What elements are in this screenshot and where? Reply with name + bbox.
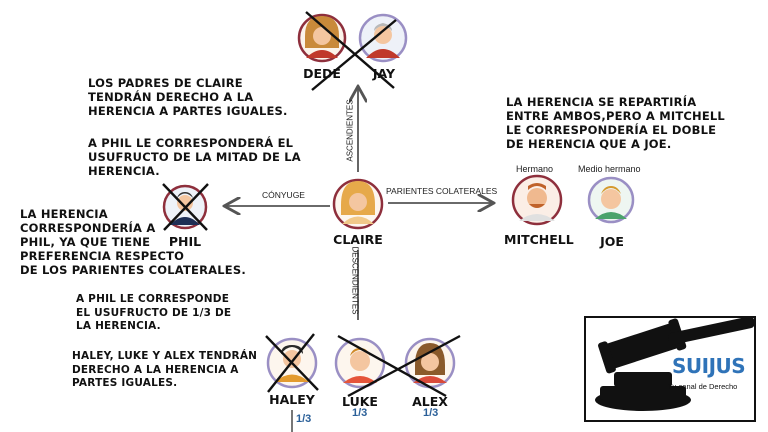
name-luke: LUKE (342, 394, 378, 409)
logo-tagline: Tu canal de Derecho (668, 382, 738, 391)
share-haley: 1/3 (296, 413, 312, 425)
label-ascendientes: ASCENDIENTES (345, 99, 355, 162)
label-descendientes: DESCENDIENTES (350, 246, 360, 315)
logo-box (584, 316, 756, 422)
share-alex: 1/3 (423, 407, 439, 419)
name-dede: DEDE (303, 66, 341, 81)
avatar-jay (358, 13, 408, 63)
role-mitchell: Hermano (516, 164, 554, 174)
avatar-dede (297, 13, 347, 63)
avatar-mitchell (511, 174, 563, 226)
name-phil: PHIL (168, 234, 202, 249)
label-conyuge: CÓNYUGE (262, 190, 305, 200)
avatar-joe (587, 176, 635, 224)
label-colaterales: PARIENTES COLATERALES (386, 186, 498, 196)
avatar-alex (404, 337, 456, 389)
gavel-icon (595, 316, 755, 411)
share-luke: 1/3 (352, 407, 368, 419)
logo-brand: SUIJUS (672, 354, 746, 378)
name-alex: ALEX (412, 394, 448, 409)
name-mitchell: MITCHELL (504, 232, 574, 247)
name-joe: JOE (600, 234, 624, 249)
role-joe: Medio hermano (578, 164, 641, 174)
name-jay: JAY (372, 66, 396, 81)
avatar-claire (332, 178, 384, 230)
name-claire: CLAIRE (333, 232, 383, 247)
name-haley: HALEY (269, 392, 315, 407)
avatar-luke (334, 337, 386, 389)
